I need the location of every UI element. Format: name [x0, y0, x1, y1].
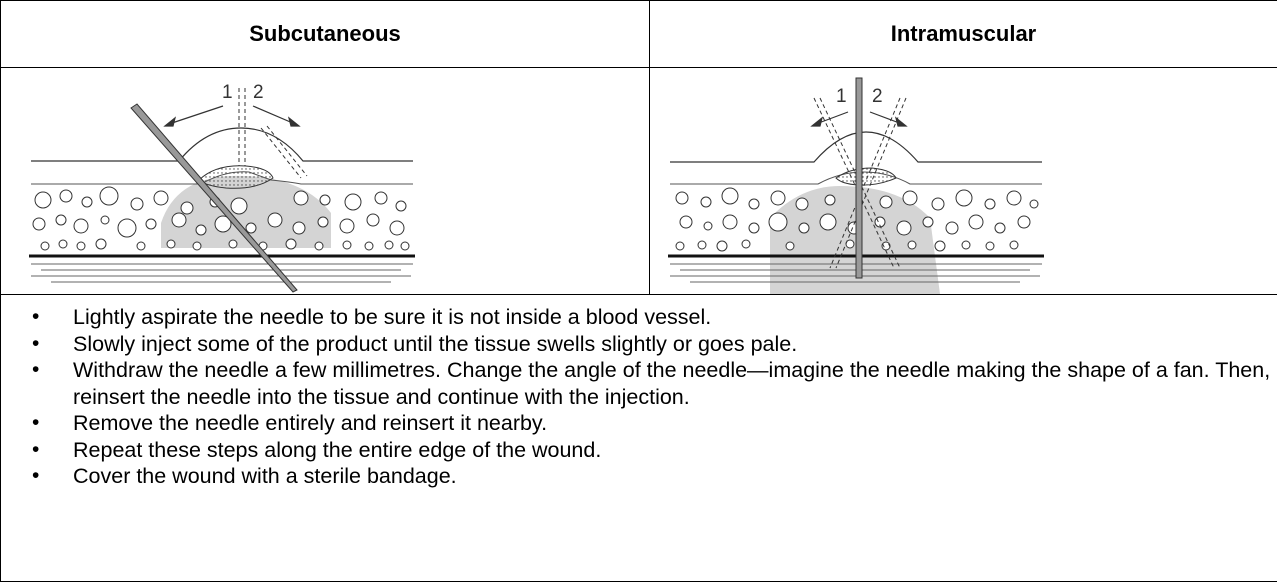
step-reinsert-nearby: Remove the needle entirely and reinsert …	[73, 410, 1277, 437]
angle-label-2: 2	[872, 86, 883, 107]
header-intramuscular: Intramuscular	[650, 1, 1277, 68]
step-inject: Slowly inject some of the product until …	[73, 331, 1277, 358]
angle-label-1: 1	[222, 82, 233, 103]
header-subcutaneous: Subcutaneous	[1, 1, 650, 68]
subcutaneous-injection-diagram: 1 2	[1, 68, 649, 294]
instructions-cell: Lightly aspirate the needle to be sure i…	[1, 295, 1277, 582]
angle-label-2: 2	[253, 82, 264, 103]
angle-label-1: 1	[836, 86, 847, 107]
intramuscular-injection-diagram: 1 2	[650, 68, 1277, 294]
figure-cell-intramuscular: 1 2	[650, 68, 1277, 295]
step-withdraw-fan: Withdraw the needle a few millimetres. C…	[73, 357, 1277, 410]
figure-cell-subcutaneous: 1 2	[1, 68, 650, 295]
needle	[856, 78, 862, 278]
step-repeat: Repeat these steps along the entire edge…	[73, 437, 1277, 464]
step-bandage: Cover the wound with a sterile bandage.	[73, 463, 1277, 490]
muscle-fibers	[31, 264, 413, 282]
instruction-list: Lightly aspirate the needle to be sure i…	[1, 295, 1277, 490]
step-aspirate: Lightly aspirate the needle to be sure i…	[73, 304, 1277, 331]
angle-arrows	[165, 106, 299, 126]
injected-bleb	[836, 168, 896, 185]
needle-angle-guides	[239, 88, 307, 178]
skin-surface	[31, 128, 413, 161]
